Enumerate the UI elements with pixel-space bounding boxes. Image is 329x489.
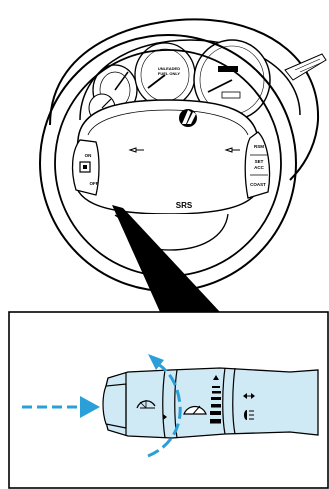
- cruise-coast-label: COAST: [250, 182, 266, 187]
- cruise-set-label: SET: [255, 159, 264, 164]
- steering-wheel-assembly: UNLEADED FUEL ONLY SR: [40, 19, 326, 292]
- cruise-off-label: OFF: [90, 181, 99, 186]
- cruise-acc-label: ACC: [254, 165, 264, 170]
- cruise-switch-right[interactable]: RSM SET ACC COAST: [245, 132, 269, 198]
- high-beam-icon: [244, 410, 254, 420]
- cruise-switch-left[interactable]: ON OFF: [73, 140, 99, 195]
- cruise-rsm-label: RSM: [254, 144, 264, 149]
- srs-label: SRS: [176, 201, 193, 210]
- fuel-note-line2: FUEL ONLY: [158, 71, 181, 76]
- stalk-tube: [105, 368, 318, 438]
- wiper-lever-upper: [285, 54, 326, 80]
- steering-hub-pad: [74, 100, 262, 214]
- mercury-logo-icon: [179, 109, 197, 127]
- cruise-on-label: ON: [85, 153, 92, 158]
